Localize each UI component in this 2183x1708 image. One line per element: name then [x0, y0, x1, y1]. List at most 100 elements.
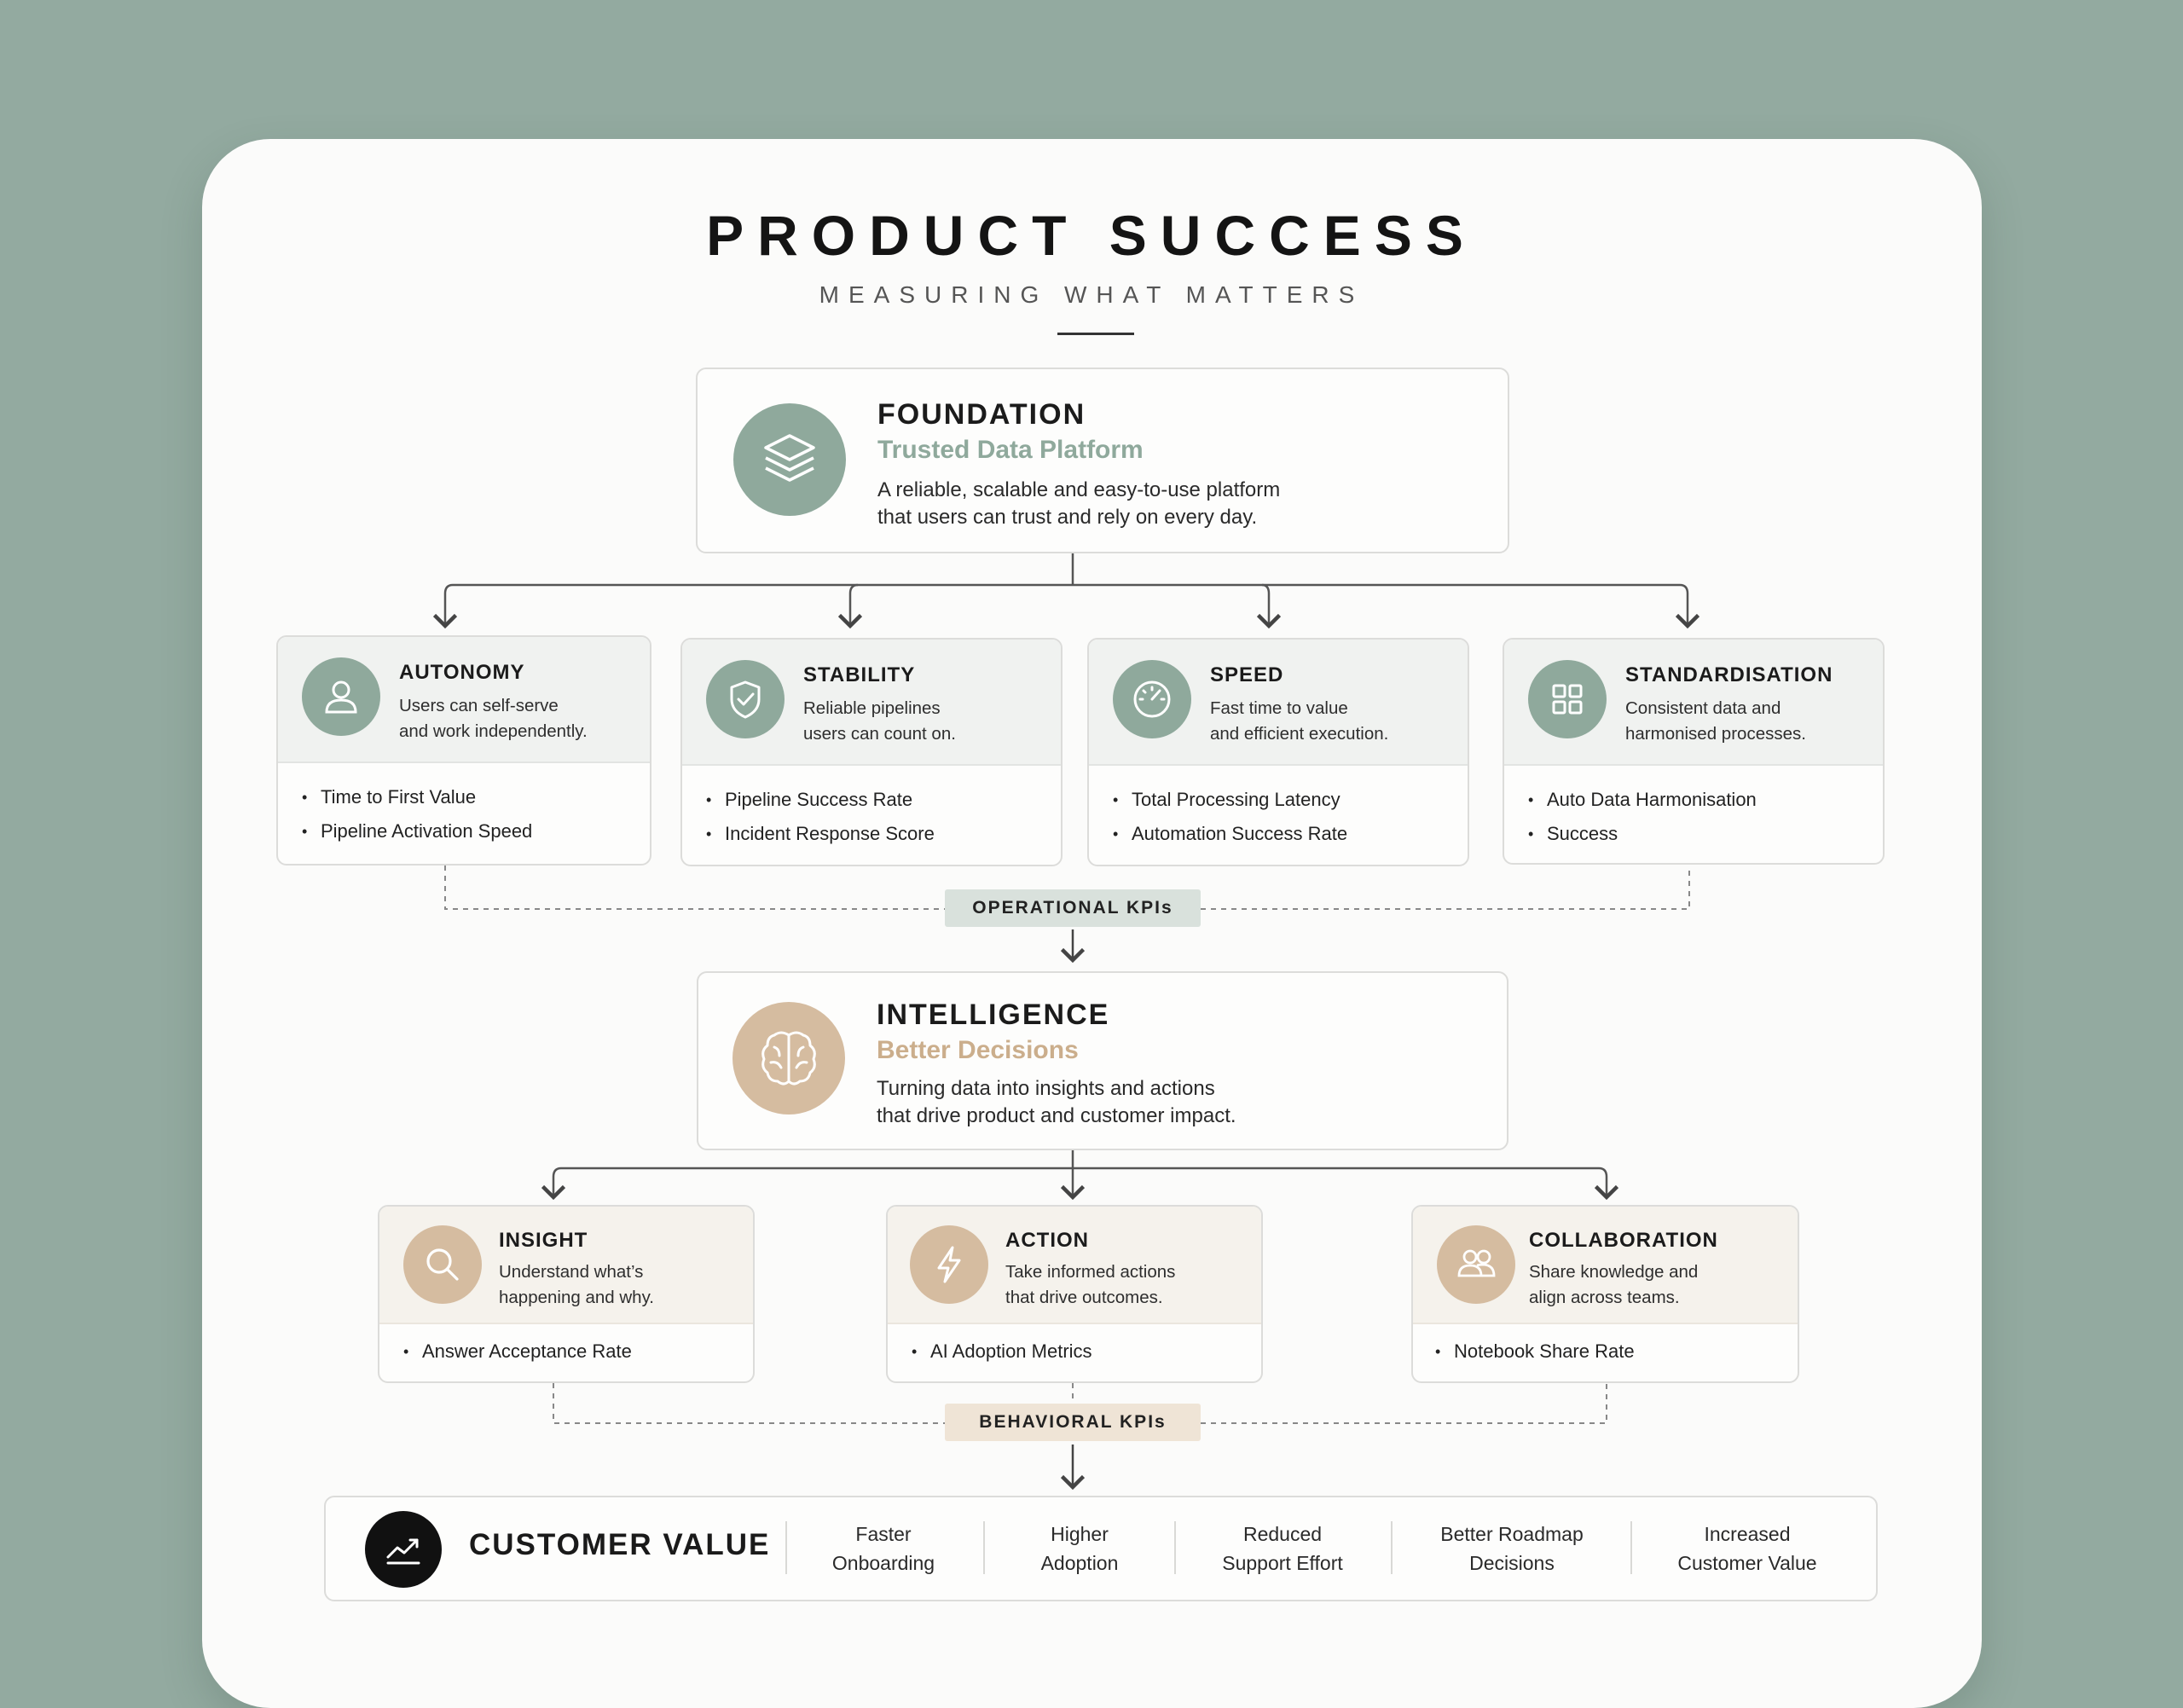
kpi-list: AI Adoption Metrics: [912, 1335, 1244, 1369]
behavior-desc-line1: Understand what’s: [499, 1262, 644, 1282]
kpi-list: Pipeline Success Rate Incident Response …: [706, 783, 1044, 851]
divider: [1391, 1521, 1393, 1574]
behavioral-dashed-line: [553, 1383, 1607, 1424]
kpi-item: Answer Acceptance Rate: [403, 1335, 736, 1369]
people-icon: [1437, 1225, 1515, 1304]
behavior-title: INSIGHT: [499, 1229, 588, 1252]
customer-value-label: CUSTOMER VALUE: [469, 1528, 771, 1561]
intelligence-title: INTELLIGENCE: [877, 999, 1110, 1031]
value-line2: Adoption: [1040, 1552, 1119, 1574]
foundation-desc-line2: that users can trust and rely on every d…: [877, 506, 1258, 529]
behavior-desc-line2: align across teams.: [1529, 1288, 1680, 1307]
user-icon: [302, 657, 380, 736]
pillar-desc-line1: Consistent data and: [1625, 698, 1781, 718]
pillar-description: Consistent data and harmonised processes…: [1625, 696, 1873, 747]
page-subtitle: MEASURING WHAT MATTERS: [819, 281, 1364, 308]
intelligence-subtitle: Better Decisions: [877, 1036, 1079, 1064]
value-line1: Faster: [855, 1523, 912, 1545]
kpi-item: AI Adoption Metrics: [912, 1335, 1244, 1369]
pillar-desc-line2: and work independently.: [399, 721, 588, 741]
foundation-desc-line1: A reliable, scalable and easy-to-use pla…: [877, 478, 1281, 501]
behavior-description: Take informed actions that drive outcome…: [1005, 1259, 1253, 1311]
behavior-action: ACTION Take informed actions that drive …: [886, 1205, 1263, 1383]
value-line2: Onboarding: [831, 1552, 935, 1574]
divider: [1630, 1521, 1632, 1574]
shield-check-icon: [706, 660, 785, 738]
customer-value-item: Higher Adoption: [994, 1520, 1165, 1578]
lightning-icon: [910, 1225, 988, 1304]
connector-arrow-stability: [837, 583, 863, 629]
behavior-desc-line1: Take informed actions: [1005, 1262, 1176, 1282]
value-line2: Customer Value: [1677, 1552, 1817, 1574]
customer-value-bar: [324, 1496, 1878, 1601]
kpi-item: Notebook Share Rate: [1435, 1335, 1781, 1369]
behavior-desc-line2: happening and why.: [499, 1288, 654, 1307]
behavior-title: ACTION: [1005, 1229, 1089, 1252]
pillar-stability: STABILITY Reliable pipelines users can c…: [680, 638, 1063, 866]
pillar-desc-line1: Reliable pipelines: [803, 698, 941, 718]
kpi-list: Auto Data Harmonisation Success: [1528, 783, 1866, 851]
behavior-title: COLLABORATION: [1529, 1229, 1718, 1252]
behavior-collaboration: COLLABORATION Share knowledge and align …: [1411, 1205, 1799, 1383]
pillar-standardisation: STANDARDISATION Consistent data and harm…: [1503, 638, 1885, 865]
kpi-list: Notebook Share Rate: [1435, 1335, 1781, 1369]
pillar-autonomy: AUTONOMY Users can self-serve and work i…: [276, 635, 651, 866]
connector-arrow-speed: [1256, 583, 1282, 629]
kpi-item: Automation Success Rate: [1113, 817, 1451, 851]
kpi-item: Auto Data Harmonisation: [1528, 783, 1866, 817]
layers-icon: [733, 403, 846, 516]
pillar-speed: SPEED Fast time to value and efficient e…: [1087, 638, 1469, 866]
value-line1: Better Roadmap: [1440, 1523, 1584, 1545]
pillar-title: STANDARDISATION: [1625, 663, 1833, 686]
operational-kpis-tag: OPERATIONAL KPIs: [945, 889, 1201, 927]
intelligence-desc-line1: Turning data into insights and actions: [877, 1077, 1215, 1100]
customer-value-item: Reduced Support Effort: [1189, 1520, 1376, 1578]
value-line1: Reduced: [1242, 1523, 1323, 1545]
divider: [983, 1521, 985, 1574]
pillar-title: STABILITY: [803, 663, 916, 686]
value-line1: Higher: [1051, 1523, 1109, 1545]
pillar-desc-line1: Fast time to value: [1210, 698, 1348, 718]
foundation-description: A reliable, scalable and easy-to-use pla…: [877, 477, 1355, 531]
behavioral-kpis-tag: BEHAVIORAL KPIs: [945, 1404, 1201, 1441]
value-line2: Support Effort: [1222, 1552, 1343, 1574]
behavior-desc-line2: that drive outcomes.: [1005, 1288, 1163, 1307]
grid-icon: [1528, 660, 1607, 738]
pillar-description: Users can self-serve and work independen…: [399, 693, 646, 744]
pillar-desc-line2: and efficient execution.: [1210, 724, 1389, 744]
customer-value-item: Better Roadmap Decisions: [1405, 1520, 1618, 1578]
behavior-description: Understand what’s happening and why.: [499, 1259, 746, 1311]
kpi-list: Answer Acceptance Rate: [403, 1335, 736, 1369]
divider: [1174, 1521, 1176, 1574]
value-line1: Increased: [1704, 1523, 1791, 1545]
connector-intelligence-bar: [552, 1167, 1608, 1178]
value-line2: Decisions: [1469, 1552, 1555, 1574]
foundation-box: FOUNDATION Trusted Data Platform A relia…: [696, 368, 1509, 553]
kpi-item: Incident Response Score: [706, 817, 1044, 851]
kpi-item: Pipeline Success Rate: [706, 783, 1044, 817]
foundation-subtitle: Trusted Data Platform: [877, 436, 1144, 464]
page-title: PRODUCT SUCCESS: [706, 204, 1477, 267]
behavior-insight: INSIGHT Understand what’s happening and …: [378, 1205, 755, 1383]
brain-icon: [732, 1002, 845, 1115]
pillar-description: Reliable pipelines users can count on.: [803, 696, 1051, 747]
magnifier-icon: [403, 1225, 482, 1304]
pillar-title: AUTONOMY: [399, 661, 525, 684]
kpi-item-continued: Success: [1528, 817, 1866, 851]
kpi-item: Time to First Value: [302, 780, 633, 814]
intelligence-desc-line2: that drive product and customer impact.: [877, 1104, 1236, 1127]
customer-value-item: Faster Onboarding: [798, 1520, 969, 1578]
kpi-item: Total Processing Latency: [1113, 783, 1451, 817]
behavior-desc-line1: Share knowledge and: [1529, 1262, 1699, 1282]
connector-foundation-bar: [443, 583, 1689, 594]
behavior-description: Share knowledge and align across teams.: [1529, 1259, 1776, 1311]
speedometer-icon: [1113, 660, 1191, 738]
trend-up-icon: [365, 1511, 442, 1588]
pillar-title: SPEED: [1210, 663, 1284, 686]
foundation-title: FOUNDATION: [877, 398, 1086, 431]
pillar-desc-line2: harmonised processes.: [1625, 724, 1806, 744]
intelligence-description: Turning data into insights and actions t…: [877, 1075, 1354, 1130]
kpi-list: Total Processing Latency Automation Succ…: [1113, 783, 1451, 851]
title-divider: [1057, 333, 1134, 335]
pillar-desc-line2: users can count on.: [803, 724, 956, 744]
